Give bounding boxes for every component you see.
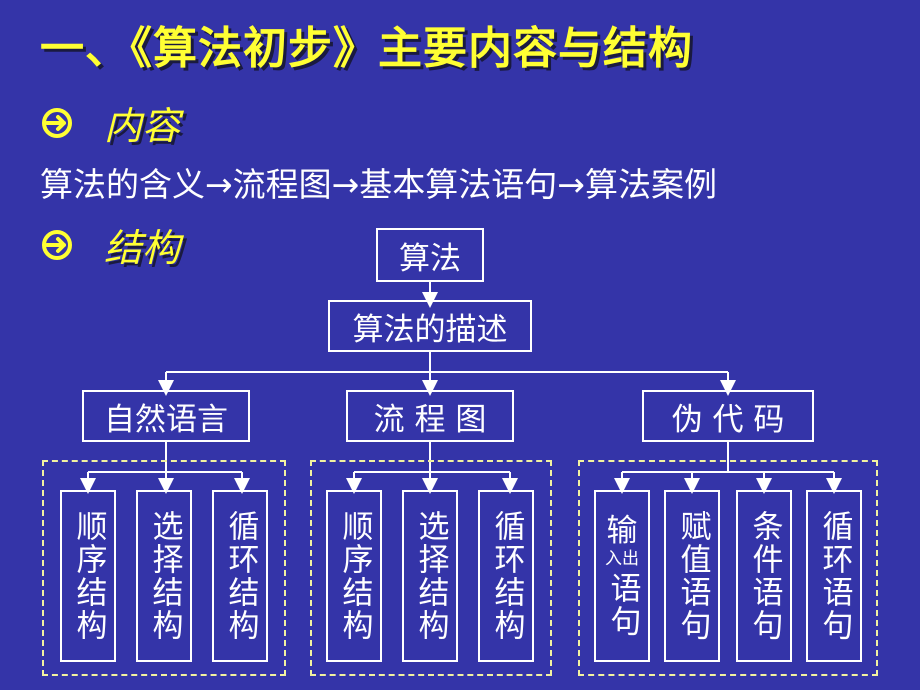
io-sub-chars: 入 出 (605, 551, 639, 568)
node-io-statement: 输 入 出 语句 (594, 490, 650, 662)
io-out-char: 出 (622, 549, 639, 570)
node-label: 选择结构 (146, 510, 183, 642)
node-algorithm: 算法 (376, 228, 484, 282)
node-fc-sequence-structure: 顺序结构 (326, 490, 382, 662)
node-assignment-statement: 赋值语句 (664, 490, 720, 662)
node-flowchart: 流 程 图 (346, 390, 514, 442)
node-fc-selection-structure: 选择结构 (402, 490, 458, 662)
group-natural-language (42, 460, 286, 676)
io-in-char: 入 (605, 549, 622, 570)
node-label: 顺序结构 (70, 510, 107, 642)
node-label: 循环结构 (222, 510, 259, 642)
circled-arrow-right-icon (42, 108, 72, 138)
node-algorithm-description: 算法的描述 (328, 300, 532, 352)
node-label: 循环语句 (816, 510, 853, 642)
node-pseudocode: 伪 代 码 (642, 390, 814, 442)
node-label: 选择结构 (412, 510, 449, 642)
io-rest-chars: 语句 (604, 572, 641, 639)
page-title: 一、《算法初步》主要内容与结构 (40, 23, 693, 74)
io-main-char: 输 (606, 512, 638, 549)
node-label: 顺序结构 (336, 510, 373, 642)
node-fc-loop-structure: 循环结构 (478, 490, 534, 662)
node-loop-statement: 循环语句 (806, 490, 862, 662)
node-label: 条件语句 (746, 510, 783, 642)
node-natural-language: 自然语言 (82, 390, 250, 442)
group-flowchart (310, 460, 552, 676)
node-label: 赋值语句 (674, 510, 711, 642)
section-structure-label: 结构 (104, 226, 181, 270)
node-nl-sequence-structure: 顺序结构 (60, 490, 116, 662)
node-nl-selection-structure: 选择结构 (136, 490, 192, 662)
node-nl-loop-structure: 循环结构 (212, 490, 268, 662)
circled-arrow-right-icon (42, 230, 72, 260)
node-label: 循环结构 (488, 510, 525, 642)
group-pseudocode (578, 460, 878, 676)
flow-text: 算法的含义→流程图→基本算法语句→算法案例 (40, 165, 717, 204)
node-conditional-statement: 条件语句 (736, 490, 792, 662)
section-content-label: 内容 (104, 104, 181, 148)
